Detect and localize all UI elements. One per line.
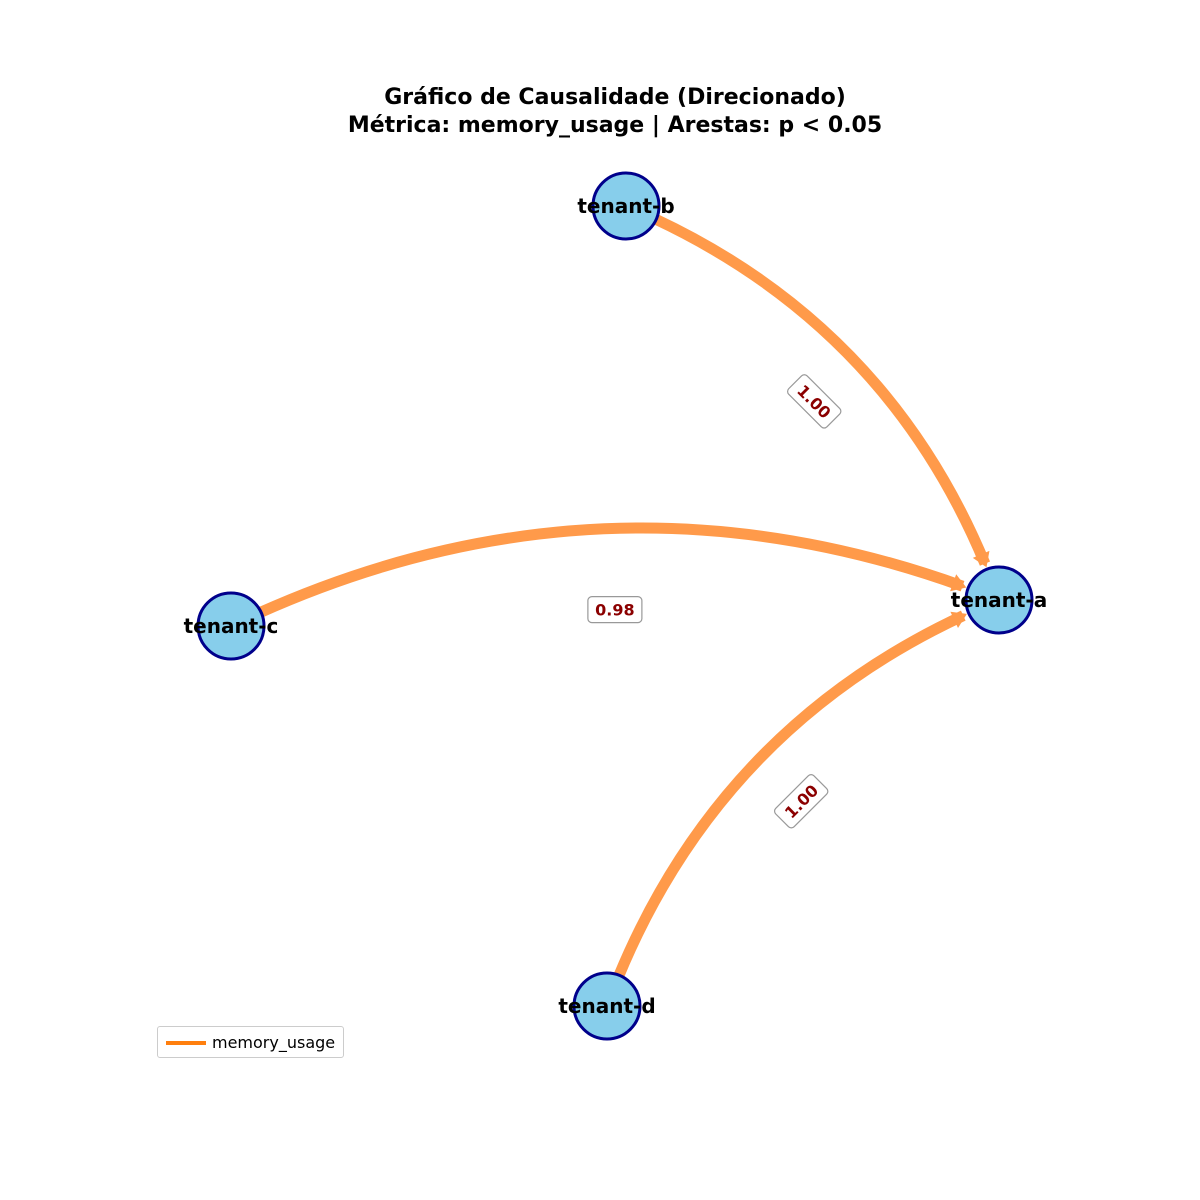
edge-weight-label: 0.98 [595, 601, 634, 620]
title-line-1: Gráfico de Causalidade (Direcionado) [384, 85, 846, 110]
arrowhead-tenant-d-to-tenant-a [950, 611, 967, 629]
node-tenant-d: tenant-d [558, 971, 656, 1041]
node-circle [196, 591, 266, 661]
node-circle [591, 171, 661, 241]
node-tenant-b: tenant-b [577, 171, 675, 241]
edge-label-tenant-b-to-tenant-a: 1.00 [787, 374, 842, 429]
node-circle [964, 565, 1034, 635]
edge-label-box [787, 374, 842, 429]
nodes-layer: tenant-a tenant-b tenant-c tenant-d [184, 171, 1047, 1041]
node-label: tenant-d [558, 994, 655, 1018]
edge-label-tenant-d-to-tenant-a: 1.00 [773, 774, 829, 829]
diagram-title: Gráfico de Causalidade (Direcionado) Mét… [0, 84, 1200, 140]
arrowhead-tenant-c-to-tenant-a [950, 574, 967, 592]
edge-label-box [773, 774, 829, 829]
edge-label-tenant-c-to-tenant-a: 0.98 [587, 596, 643, 624]
node-tenant-c: tenant-c [184, 591, 279, 661]
edges-layer [256, 213, 991, 980]
node-label: tenant-b [577, 194, 674, 218]
node-label: tenant-a [951, 588, 1047, 612]
arrowhead-tenant-b-to-tenant-a [972, 550, 990, 568]
edge-tenant-d-to-tenant-a [613, 610, 966, 980]
legend-label: memory_usage [212, 1033, 336, 1052]
node-tenant-a: tenant-a [951, 565, 1047, 635]
node-label: tenant-c [184, 614, 279, 638]
node-circle [572, 971, 642, 1041]
legend: memory_usage [157, 1026, 344, 1058]
edge-label-box [587, 596, 643, 624]
legend-line-swatch [166, 1041, 206, 1045]
edge-tenant-b-to-tenant-a [651, 213, 991, 566]
edge-labels-layer: 1.00 0.98 1.00 [587, 374, 842, 829]
title-line-2: Métrica: memory_usage | Arestas: p < 0.0… [347, 113, 883, 138]
edge-tenant-c-to-tenant-a [256, 522, 965, 618]
